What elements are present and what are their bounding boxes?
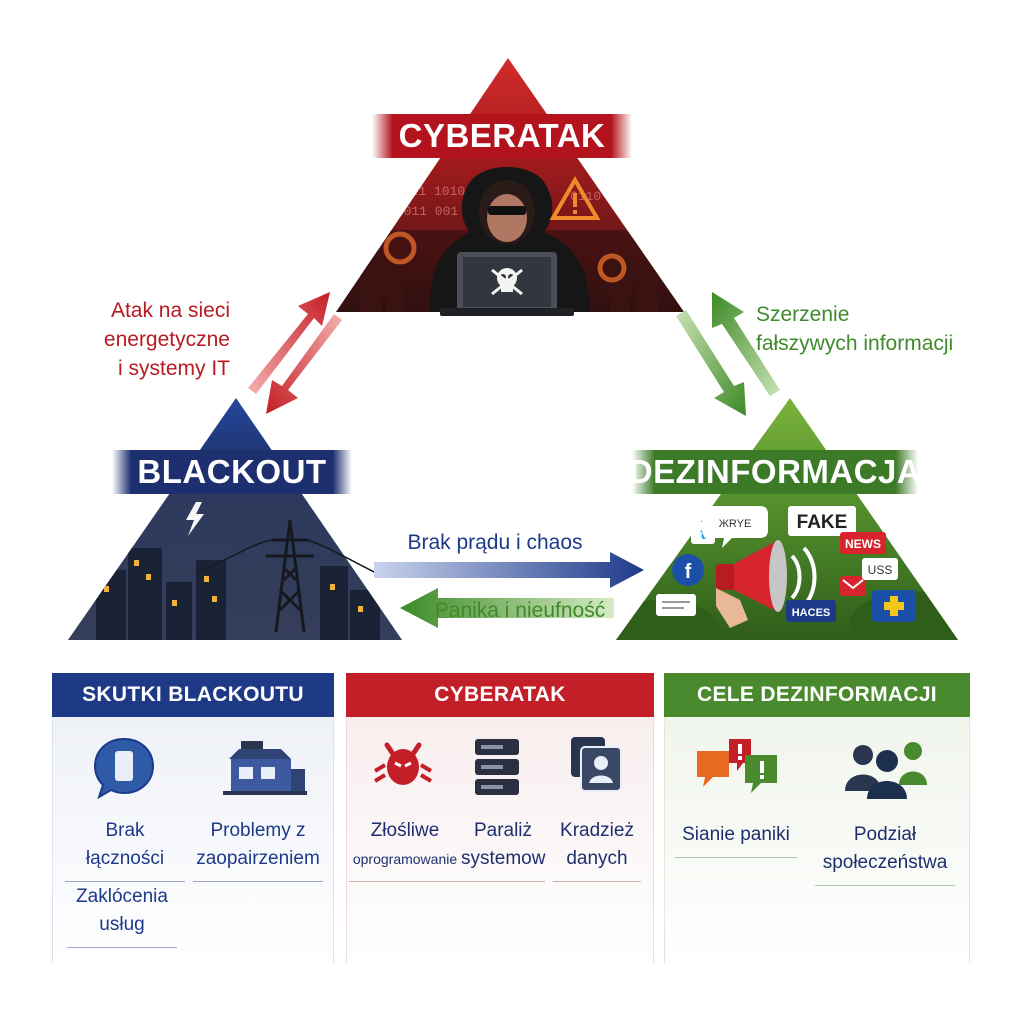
cyber-blackout-arrows [248,292,342,414]
facebook-icon: f [672,554,704,586]
divider [193,881,323,882]
news-tag [840,532,886,554]
panel-body: Sianie paniki Podział społeczeństwa [664,717,970,963]
cyberatak-banner: CYBERATAK [372,114,632,158]
link-label-cyber-dezinfo: Szerzenie fałszywych informacji [756,300,996,358]
hacker-icon [429,167,590,316]
panel-title: CYBERATAK [346,673,654,717]
power-tower-icon [195,519,381,633]
mail-icon [840,576,866,596]
panel-title: CELE DEZINFORMACJI [664,673,970,717]
cyber-dezinfo-arrows [676,292,780,416]
plus-icon [872,590,916,622]
news-text: NEWS [845,537,881,551]
divider [349,881,461,882]
alert-bubbles-icon [697,739,777,793]
divider [65,881,185,882]
divider [815,885,955,886]
effect-item-supply: Problemy z zaopairzeniem [193,817,323,882]
lightning-icon [186,502,204,536]
haces-tag [786,600,836,622]
megaphone-icon [716,540,817,628]
phone-bubble-icon [93,737,155,800]
svg-text:01011 001: 01011 001 [388,204,458,219]
panel-cyberattack: CYBERATAK Złośliwe oprogramowanie [346,673,654,963]
threat-label: Paraliż systemow [461,820,546,869]
panel-title: SKUTKI BLACKOUTU [52,673,334,717]
arrow-to-cyberatak [248,292,330,394]
blackout-node [68,398,402,640]
cyberatak-node: 1011 1010 01011 001 0110 [336,58,684,316]
goal-label: Sianie paniki [682,824,790,845]
threat-label: Złośliwe [370,820,440,841]
threat-label: Kradzież danych [560,820,634,869]
link-label-line: Atak na sieci [110,299,230,322]
effect-label: Problemy z zaopairzeniem [196,820,320,869]
svg-text:1011 1010: 1011 1010 [395,184,465,199]
threat-item-malware: Złośliwe oprogramowanie [349,817,461,882]
identity-card-icon [571,737,622,792]
people-icon [845,742,927,799]
link-label-blackout-to-dezinfo: Brak prądu i chaos [407,531,583,554]
link-label-line: i systemy IT [117,357,230,380]
divider [675,857,797,858]
bubble-text: ЖRYE [719,518,752,530]
effect-label: Zaklócenia usług [76,886,168,935]
building-icon [223,741,307,795]
goal-label: Podział społeczeństwa [822,824,948,873]
arrow-dezinfo-to-blackout [400,588,614,628]
dezinformacja-banner: DEZINFORMACJA [629,450,921,494]
arrow-to-dezinformacja [676,310,746,416]
divider [553,881,641,882]
skull-icon [491,268,523,296]
link-label-dezinfo-to-blackout: Panika i nieufność [434,599,606,622]
uss-tag [862,558,898,580]
link-label-line: fałszywych informacji [756,332,954,355]
dezinformacja-node: t f FAKE NEWS USS HACES ЖRYE [616,398,958,640]
server-icon [475,739,519,795]
fake-text: FAKE [797,512,848,533]
threat-item-paralysis: Paraliż systemow [461,817,545,882]
divider [67,947,177,948]
arrow-to-blackout [266,314,342,414]
devil-icon [373,742,433,785]
divider [461,881,545,882]
fake-card [788,506,856,536]
uss-text: USS [868,563,893,577]
blackout-banner: BLACKOUT [112,450,352,494]
effect-label: Brak łączności [85,820,165,869]
link-label-cyber-blackout: Atak na sieci energetyczne i systemy IT [70,296,230,383]
panel-body: Brak łączności Problemy z zaopairzeniem … [52,717,334,963]
panel-disinfo-goals: CELE DEZINFORMACJI Sianie paniki Podział… [664,673,970,963]
arrow-to-cyberatak-green [712,292,780,396]
panel-blackout-effects: SKUTKI BLACKOUTU Brak łączności Problemy… [52,673,334,963]
link-label-line: Szerzenie [756,303,850,326]
link-label-line: energetyczne [103,328,230,351]
threat-item-data-theft: Kradzież danych [553,817,641,882]
svg-text:f: f [685,561,692,583]
chat-bubble-icon [702,506,768,548]
warning-icon [549,176,601,220]
goal-item-panic: Sianie paniki [675,821,797,858]
haces-text: HACES [792,607,831,619]
goal-item-division: Podział społeczeństwa [815,821,955,886]
panel-body: Złośliwe oprogramowanie Paraliż systemow… [346,717,654,963]
note-card-icon [656,594,696,616]
effect-item-services: Zaklócenia usług [67,883,177,948]
arrow-blackout-to-dezinfo [374,552,644,588]
threat-label-sub: oprogramowanie [352,851,458,867]
effect-item-connectivity: Brak łączności [65,817,185,882]
